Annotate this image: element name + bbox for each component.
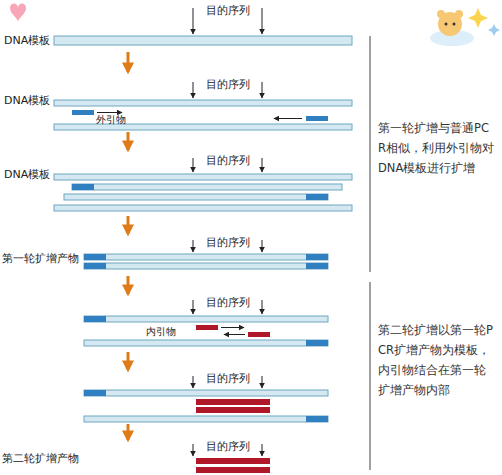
outer-primer	[306, 254, 328, 260]
decoration	[453, 23, 456, 26]
outer-primer	[306, 263, 328, 269]
inner-primer	[196, 325, 270, 473]
template-label: DNA模板	[4, 94, 50, 107]
template-label: DNA模板	[4, 168, 50, 181]
extension-arrow	[274, 118, 302, 119]
target-arrow	[262, 240, 263, 252]
primer-label: 外引物	[96, 114, 126, 126]
dna-strand	[54, 205, 352, 211]
outer-primer	[84, 263, 106, 269]
decoration	[10, 4, 500, 47]
step-note: 第二轮扩增以第一轮PCR扩增产物为模板，内引物结合在第一轮扩增产物内部	[378, 320, 496, 401]
target-arrow	[262, 376, 263, 388]
outer-primer	[306, 416, 328, 422]
inner-primer	[196, 325, 218, 330]
inner-primer	[196, 467, 270, 473]
dna-strand	[84, 416, 328, 422]
target-arrow	[193, 444, 194, 456]
decoration	[488, 24, 500, 36]
outer-primer	[72, 110, 94, 115]
target-arrow	[193, 8, 262, 456]
step-arrow	[127, 52, 130, 440]
target-label: 目的序列	[206, 296, 250, 309]
inner-primer	[196, 407, 270, 413]
dna-strand	[84, 390, 328, 396]
dna-strand	[54, 36, 352, 45]
template-label: DNA模板	[4, 34, 50, 47]
inner-primer	[196, 458, 270, 464]
target-arrow	[193, 82, 194, 98]
target-arrow	[193, 240, 194, 252]
dna-strand	[84, 263, 328, 269]
target-arrow	[262, 444, 263, 456]
dna-strand	[64, 194, 328, 200]
bracket-line	[370, 36, 371, 470]
inner-primer	[196, 399, 270, 405]
step-arrow	[127, 276, 130, 294]
outer-primer	[72, 110, 328, 422]
dna-strand	[54, 100, 352, 106]
dna-strand	[54, 174, 352, 180]
target-label: 目的序列	[206, 4, 250, 17]
bracket-line	[370, 36, 371, 272]
outer-primer	[84, 390, 106, 396]
target-arrow	[262, 158, 263, 172]
bracket-line	[370, 282, 371, 470]
target-label: 目的序列	[206, 154, 250, 167]
inner-primer	[248, 332, 270, 337]
dna-strand	[54, 36, 352, 422]
extension-arrow	[97, 112, 122, 113]
target-arrow	[193, 8, 194, 34]
outer-primer	[306, 194, 328, 200]
outer-primer	[84, 316, 106, 322]
step-arrow	[127, 352, 130, 370]
dna-strand	[84, 316, 328, 322]
product-label: 第二轮扩增产物	[2, 452, 79, 465]
step-arrow	[127, 52, 130, 72]
decoration	[455, 10, 463, 18]
target-arrow	[193, 300, 194, 314]
dna-strand	[84, 254, 328, 260]
extension-arrow	[221, 327, 244, 328]
extension-arrow	[224, 334, 245, 335]
target-label: 目的序列	[206, 372, 250, 385]
step-arrow	[127, 424, 130, 440]
target-arrow	[193, 158, 194, 172]
outer-primer	[72, 184, 94, 190]
target-label: 目的序列	[206, 78, 250, 91]
outer-primer	[306, 340, 328, 346]
target-label: 目的序列	[206, 440, 250, 453]
step-arrow	[127, 132, 130, 150]
decoration	[10, 4, 26, 23]
extension-arrow	[97, 113, 302, 335]
dna-strand	[84, 340, 328, 346]
step-note: 第一轮扩增与普通PCR相似，利用外引物对DNA模板进行扩增	[378, 118, 496, 178]
decoration	[468, 8, 488, 28]
target-arrow	[262, 8, 263, 34]
outer-primer	[306, 116, 328, 121]
decoration	[437, 10, 445, 18]
step-arrow	[127, 216, 130, 234]
decoration	[445, 23, 448, 26]
target-label: 目的序列	[206, 236, 250, 249]
dna-strand	[72, 184, 342, 190]
outer-primer	[84, 254, 106, 260]
primer-label: 内引物	[146, 326, 176, 338]
target-arrow	[193, 376, 194, 388]
target-arrow	[262, 82, 263, 98]
target-arrow	[262, 300, 263, 314]
product-label: 第一轮扩增产物	[2, 252, 79, 265]
